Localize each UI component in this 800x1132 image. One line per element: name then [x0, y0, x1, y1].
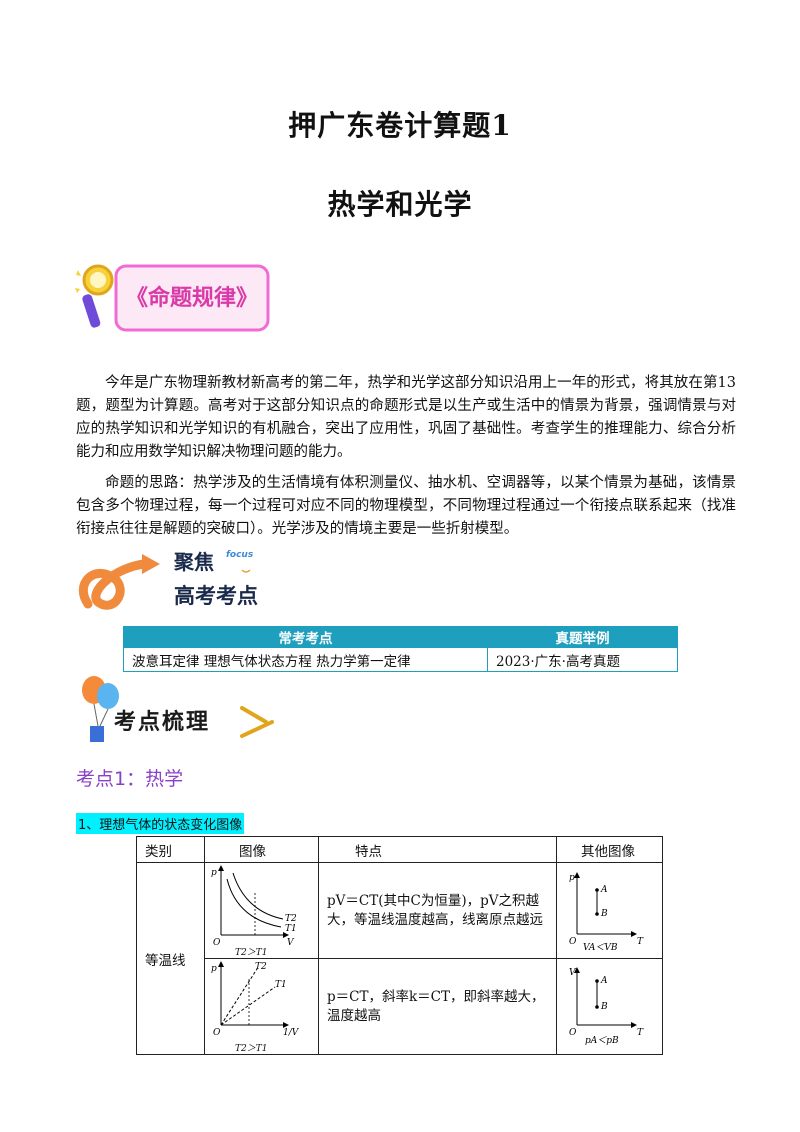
exam-example-header: 真题举例 — [487, 626, 678, 648]
pv-label-t2: T2 — [285, 914, 297, 924]
col-category: 类别 — [136, 836, 205, 863]
other-cell-pt: p T O A B VA＜VB — [556, 862, 663, 959]
state-change-table: 类别 图像 特点 其他图像 等温线 p V O T2 T1 T2＞T1 pV＝C… — [136, 836, 663, 1055]
vt-graph: V T O A B pA＜pB — [569, 966, 644, 1046]
pt-graph: p T O A B VA＜VB — [569, 871, 644, 953]
vt-origin: O — [569, 1028, 577, 1038]
p1v-condition: T2＞T1 — [235, 1044, 268, 1054]
pt-point-a: A — [600, 885, 608, 895]
graph-cell-p-1v: p 1/V O T2 T1 T2＞T1 — [204, 958, 319, 1055]
magnifier-icon — [75, 264, 270, 332]
p1v-axis-x: 1/V — [283, 1028, 300, 1038]
p1v-axis-y: p — [211, 964, 217, 974]
pv-axis-y: p — [211, 868, 217, 878]
vt-axis-y: V — [569, 968, 577, 978]
vt-point-a: A — [600, 976, 608, 986]
category-cell: 等温线 — [136, 862, 205, 1055]
proposition-banner-label: 《命题规律》 — [125, 286, 258, 311]
key-points-cell: 波意耳定律 理想气体状态方程 热力学第一定律 — [123, 647, 488, 672]
proposition-banner: 《命题规律》 — [72, 262, 272, 334]
pt-axis-y: p — [569, 873, 575, 883]
exam-example-cell: 2023·广东·高考真题 — [487, 647, 678, 672]
pv-condition: T2＞T1 — [235, 948, 268, 958]
approach-paragraph: 命题的思路：热学涉及的生活情境有体积测量仪、抽水机、空调器等，以某个情景为基础，… — [76, 475, 736, 537]
vt-axis-x: T — [637, 1028, 644, 1038]
review-banner-label: 考点梳理 — [114, 710, 211, 735]
subsection-highlight: 1、理想气体的状态变化图像 — [76, 813, 245, 834]
feature-cell-pv: pV＝CT(其中C为恒量)，pV之积越大，等温线温度越高，线离原点越远 — [318, 862, 557, 959]
pv-axis-x: V — [287, 938, 295, 948]
pv-isotherm-graph: p V O T2 T1 — [211, 865, 297, 948]
page-subtitle: 热学和光学 — [327, 188, 473, 221]
vt-point-b: B — [600, 1002, 608, 1012]
p1v-origin: O — [213, 1028, 221, 1038]
review-banner: 考点梳理 — [74, 672, 274, 746]
p1v-label-t2: T2 — [255, 962, 267, 972]
other-cell-vt: V T O A B pA＜pB — [556, 958, 663, 1055]
feature-cell-p-1v: p＝CT，斜率k＝CT，即斜率越大，温度越高 — [318, 958, 557, 1055]
pt-axis-x: T — [637, 937, 644, 947]
p-inverse-v-graph: p 1/V O T2 T1 — [211, 961, 300, 1038]
focus-banner-line2: 高考考点 — [174, 584, 258, 608]
balloons-icon — [82, 676, 274, 742]
focus-banner-line1: 聚焦 — [174, 550, 214, 574]
pt-point-b: B — [600, 909, 608, 919]
pv-label-t1: T1 — [285, 924, 297, 934]
intro-paragraph: 今年是广东物理新教材新高考的第二年，热学和光学这部分知识沿用上一年的形式，将其放… — [76, 375, 736, 460]
focus-banner-english: focus — [226, 550, 254, 560]
col-graph: 图像 — [204, 836, 319, 863]
graph-cell-pv: p V O T2 T1 T2＞T1 — [204, 862, 319, 959]
col-other-graph: 其他图像 — [556, 836, 663, 863]
p1v-label-t1: T1 — [275, 980, 287, 990]
vt-condition: pA＜pB — [585, 1036, 619, 1046]
focus-banner: 聚焦 focus 高考考点 — [74, 544, 284, 620]
col-feature: 特点 — [318, 836, 557, 863]
pt-origin: O — [569, 937, 577, 947]
page-title: 押广东卷计算题1 — [288, 109, 512, 142]
section-heading-thermal: 考点1：热学 — [76, 768, 184, 790]
pt-condition: VA＜VB — [583, 943, 618, 952]
key-points-header: 常考考点 — [123, 626, 488, 648]
pv-origin: O — [213, 938, 221, 948]
key-points-table: 常考考点 真题举例 波意耳定律 理想气体状态方程 热力学第一定律 2023·广东… — [123, 626, 678, 672]
swirl-arrow-icon — [78, 554, 251, 610]
